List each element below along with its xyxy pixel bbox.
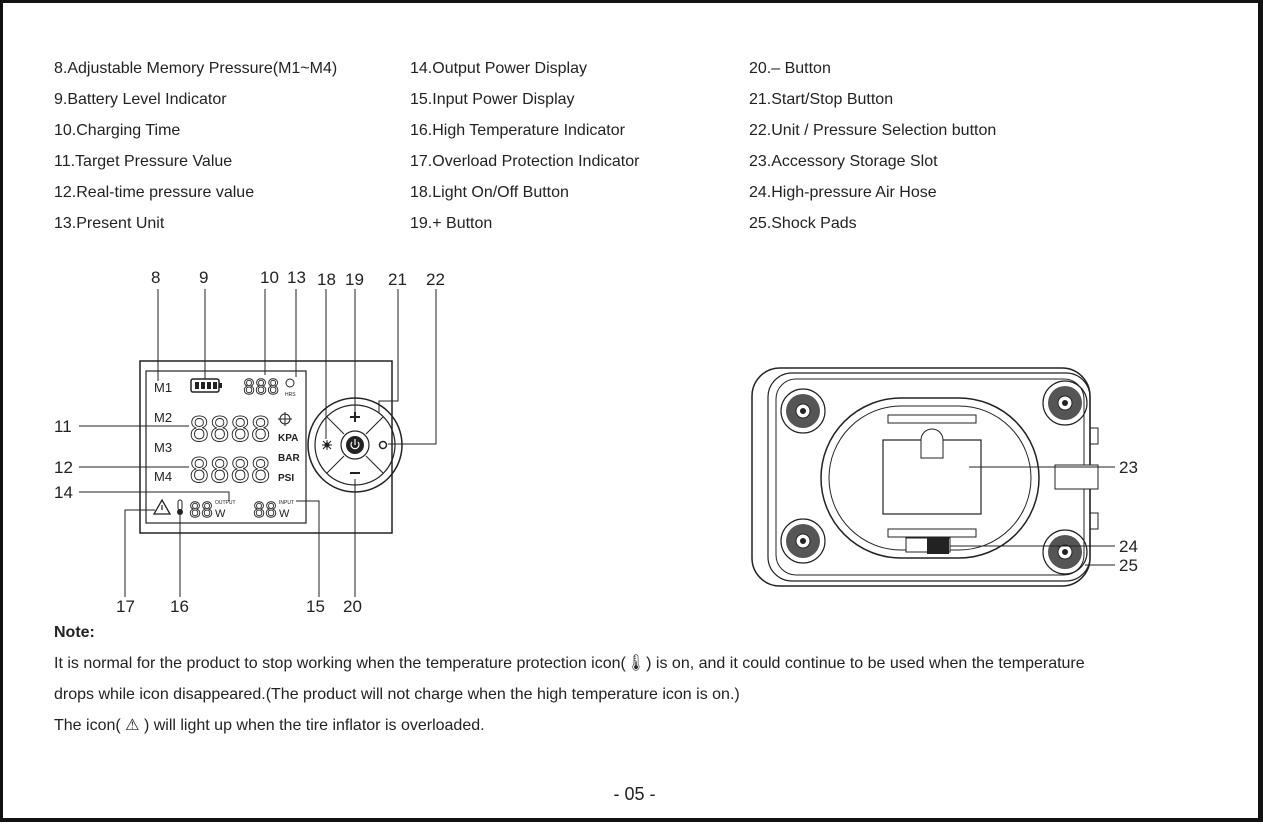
legend-item: 17.Overload Protection Indicator [410,153,640,170]
lcd-kpa: KPA [278,433,298,444]
legend-item: 23.Accessory Storage Slot [749,153,938,170]
callout-labels: 8 9 10 13 18 19 21 22 11 12 14 17 16 15 … [54,268,445,616]
callout-16: 16 [170,597,189,616]
callout-22: 22 [426,270,445,289]
note-line-3: The icon( ⚠ ) will light up when the tir… [54,710,1224,741]
legend-item: 22.Unit / Pressure Selection button [749,122,997,139]
lcd-input-digits: 88 [253,498,277,522]
clock-icon [285,378,295,388]
legend-item: 16.High Temperature Indicator [410,122,625,139]
legend-column-2: 14.Output Power Display 15.Input Power D… [410,53,639,239]
legend-item: 9.Battery Level Indicator [54,91,227,108]
callout-11: 11 [54,417,72,436]
lcd-hrs: HRS [285,392,296,398]
callout-20: 20 [343,597,362,616]
lcd-output-unit: W [215,508,226,520]
plus-icon [350,412,360,422]
lcd-output-label: OUTPUT [215,500,236,506]
legend-item: 24.High-pressure Air Hose [749,184,937,201]
diagrams: M1 M2 M3 M4 888 8888 8888 88 88 [54,268,1138,616]
legend-item: 18.Light On/Off Button [410,184,569,201]
note-text: ) will light up when the tire inflator i… [143,717,485,734]
lcd-m4: M4 [154,469,172,484]
legend-item: 15.Input Power Display [410,91,575,108]
legend-item: 19.+ Button [410,215,493,232]
lcd-target-digits: 8888 [189,410,271,450]
note-section: Note: It is normal for the product to st… [54,617,1224,741]
thermometer-icon [177,499,183,515]
page-number: - 05 - [613,784,656,804]
lcd-realtime-digits: 8888 [189,451,271,491]
legend-item: 13.Present Unit [54,215,165,232]
shock-pads [780,380,1088,575]
note-text: The icon( [54,717,121,734]
leader-lines [79,289,437,597]
callout-8: 8 [151,268,160,287]
lcd-m2: M2 [154,410,172,425]
callout-17: 17 [116,597,135,616]
device-leader-lines [950,466,1115,566]
lcd-m3: M3 [154,440,172,455]
control-panel-diagram: M1 M2 M3 M4 888 8888 8888 88 88 [54,268,445,616]
callout-18: 18 [317,270,336,289]
callout-23: 23 [1119,458,1138,477]
callout-9: 9 [199,268,208,287]
legend-item: 21.Start/Stop Button [749,91,894,108]
note-line-1: It is normal for the product to stop wor… [54,648,1224,679]
callout-21: 21 [388,270,407,289]
battery-icon [190,378,222,393]
legend-item: 11.Target Pressure Value [54,153,233,170]
callout-13: 13 [287,268,306,287]
note-line-2: drops while icon disappeared.(The produc… [54,686,740,703]
device-bottom-diagram: 23 24 25 [751,367,1138,587]
callout-14: 14 [54,483,73,502]
panel-outline [139,360,393,534]
light-icon [322,440,332,450]
lcd-charging-digits: 888 [243,375,279,399]
lcd-input-unit: W [279,508,290,520]
legend-column-3: 20.– Button 21.Start/Stop Button 22.Unit… [749,53,996,239]
callout-10: 10 [260,268,279,287]
callout-24: 24 [1119,537,1138,556]
lcd-output-digits: 88 [189,498,213,522]
lcd-psi: PSI [278,473,294,484]
legend-item: 12.Real-time pressure value [54,184,255,201]
callout-12: 12 [54,458,73,477]
legend-item: 25.Shock Pads [749,215,857,232]
warning-icon [152,498,172,515]
note-text: It is normal for the product to stop wor… [54,655,626,672]
legend-item: 10.Charging Time [54,122,181,139]
callout-25: 25 [1119,556,1138,575]
unit-icon [378,440,388,450]
legend-column-1: 8.Adjustable Memory Pressure(M1~M4) 9.Ba… [54,53,337,239]
callout-15: 15 [306,597,325,616]
callout-19: 19 [345,270,364,289]
lcd-frame [145,370,307,524]
note-heading: Note: [54,624,95,641]
target-icon [278,412,292,426]
warning-icon: ⚠ [120,717,144,734]
legend-item: 20.– Button [749,60,831,77]
note-text: ) is on, and it could continue to be use… [646,655,1085,672]
legend-item: 8.Adjustable Memory Pressure(M1~M4) [54,60,338,77]
thermometer-icon: 🌡 [625,655,647,672]
lcd-m1: M1 [154,380,172,395]
lcd-input-label: INPUT [279,500,294,506]
lcd-bar: BAR [278,453,300,464]
legend-item: 14.Output Power Display [410,60,587,77]
